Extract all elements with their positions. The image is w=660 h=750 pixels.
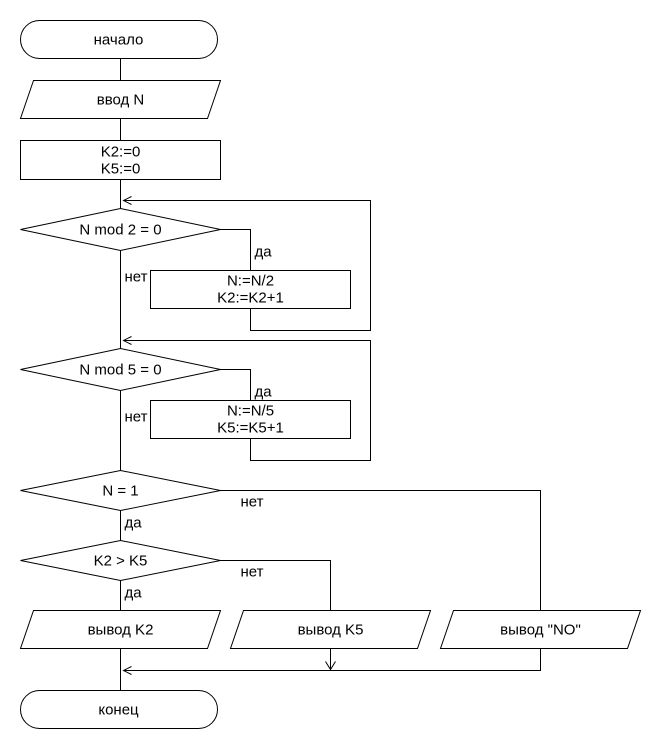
div5-line2: K5:=K5+1 (217, 420, 284, 437)
check-k2gtk5-label: K2 > K5 (94, 553, 148, 570)
edge-div5-loopback (123, 340, 371, 461)
terminator-end-shape (20, 690, 218, 729)
decision-neq1-shape (20, 469, 221, 512)
process-div2-shape (150, 270, 351, 309)
node-check-mod5: N mod 5 = 0 (20, 347, 221, 392)
node-check-k2-gt-k5: K2 > K5 (20, 539, 221, 582)
node-divide-by-2: N:=N/2 K2:=K2+1 (150, 270, 351, 309)
node-check-n-equals-1: N = 1 (20, 469, 221, 512)
io-output-no-shape (439, 610, 642, 649)
branch-mod5-yes-label: да (255, 384, 273, 401)
edge-k2gtk5-no-to-outk5 (220, 560, 331, 611)
branch-k2gtk5-yes-label: да (125, 585, 143, 602)
check-mod5-label: N mod 5 = 0 (79, 362, 161, 379)
branch-mod2-yes-label: да (255, 244, 273, 261)
decision-mod2-shape (20, 207, 221, 252)
node-input-n: ввод N (19, 80, 222, 119)
io-input-n-shape (19, 80, 222, 119)
node-end-label: конец (98, 702, 139, 719)
node-divide-by-5: N:=N/5 K5:=K5+1 (150, 400, 351, 439)
div2-line2: K2:=K2+1 (217, 290, 284, 307)
decision-mod5-shape (20, 347, 221, 392)
branch-mod5-no-label: нет (125, 409, 148, 426)
branch-k2gtk5-no-label: нет (241, 564, 264, 581)
process-init-shape (20, 140, 221, 180)
check-mod2-label: N mod 2 = 0 (79, 222, 161, 239)
node-output-k5: вывод K5 (229, 610, 432, 649)
arrowhead-merge-before-end (122, 666, 132, 675)
arrowhead-loopback-mod5 (122, 336, 132, 345)
output-k5-label: вывод K5 (298, 622, 364, 639)
io-output-k2-shape (19, 610, 222, 649)
div5-line1: N:=N/5 (227, 403, 274, 420)
edge-neq1-no-to-outno (220, 490, 541, 611)
init-line2: K5:=0 (101, 161, 141, 178)
edge-mod2-yes-to-div2 (220, 229, 251, 271)
init-line1: K2:=0 (101, 144, 141, 161)
output-k2-label: вывод K2 (88, 622, 154, 639)
output-no-label: вывод "NO" (500, 622, 581, 639)
node-output-no: вывод "NO" (439, 610, 642, 649)
node-check-mod2: N mod 2 = 0 (20, 207, 221, 252)
arrowhead-outk5-merge (325, 661, 336, 671)
process-div5-shape (150, 400, 351, 439)
edge-div2-loopback (123, 200, 371, 331)
branch-neq1-yes-label: да (125, 515, 143, 532)
edge-outno-to-merge (123, 648, 541, 671)
node-init-counters: K2:=0 K5:=0 (20, 140, 221, 180)
edge-mod5-yes-to-div5 (220, 369, 251, 401)
decision-k2gtk5-shape (20, 539, 221, 582)
io-output-k5-shape (229, 610, 432, 649)
arrowhead-loopback-mod2 (122, 196, 132, 205)
node-input-n-label: ввод N (97, 92, 145, 109)
terminator-start-shape (20, 20, 218, 59)
node-start-label: начало (94, 32, 144, 49)
div2-line1: N:=N/2 (227, 273, 274, 290)
branch-mod2-no-label: нет (125, 269, 148, 286)
node-output-k2: вывод K2 (19, 610, 222, 649)
node-end: конец (20, 690, 218, 729)
check-neq1-label: N = 1 (102, 483, 138, 500)
branch-neq1-no-label: нет (241, 494, 264, 511)
node-start: начало (20, 20, 218, 59)
